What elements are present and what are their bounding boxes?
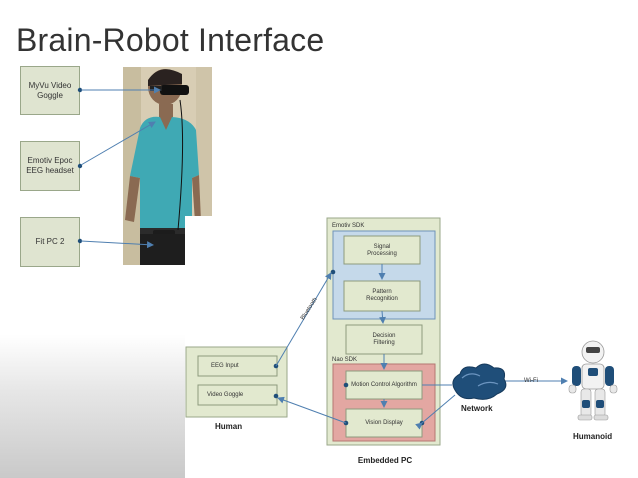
signal-processing-label: Signal Processing bbox=[367, 244, 397, 257]
emotiv-sdk-label: Emotiv SDK bbox=[332, 223, 365, 229]
left-arrows bbox=[77, 86, 161, 249]
myvu-goggle-box: MyVu Video Goggle bbox=[20, 66, 80, 115]
humanoid-label: Humanoid bbox=[573, 432, 613, 441]
person-photo bbox=[123, 67, 212, 265]
network-label: Network bbox=[461, 404, 493, 413]
human-title: Human bbox=[215, 422, 243, 431]
vision-display-label: Vision Display bbox=[365, 420, 403, 426]
network-cloud-icon bbox=[452, 363, 507, 400]
pattern-recognition-label: Pattern Recognition bbox=[366, 289, 398, 302]
connection-lines bbox=[275, 272, 568, 430]
motion-control-label: Motion Control Algorithm bbox=[351, 382, 417, 388]
wifi-label: Wi-Fi bbox=[524, 378, 538, 384]
embedded-pc-label: Embedded PC bbox=[357, 456, 413, 465]
human-box bbox=[185, 346, 288, 418]
embedded-pc-box bbox=[326, 217, 441, 446]
video-goggle-label: Video Goggle bbox=[207, 392, 244, 398]
emotiv-headset-box: Emotiv Epoc EEG headset bbox=[20, 141, 80, 191]
decision-filtering-label: Decision Filtering bbox=[372, 333, 396, 346]
nao-sdk-label: Nao SDK bbox=[332, 357, 358, 363]
humanoid-robot-icon bbox=[568, 340, 618, 421]
slide-title: Brain-Robot Interface bbox=[16, 22, 325, 58]
eeg-input-label: EEG Input bbox=[211, 363, 239, 369]
